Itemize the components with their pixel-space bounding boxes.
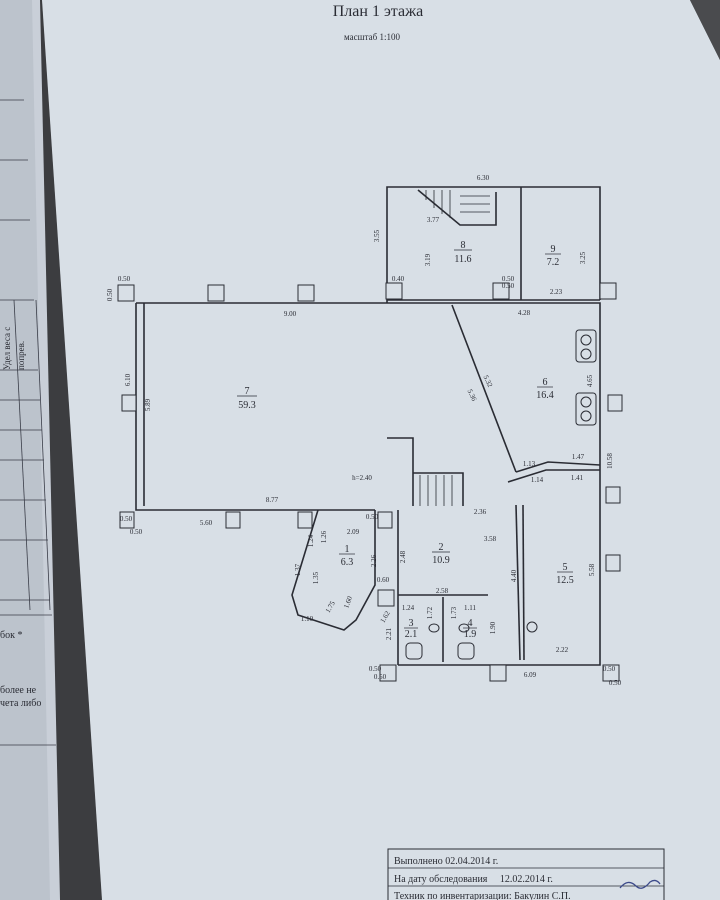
dimension-label: 0.60	[377, 576, 390, 584]
page-title: План 1 этажа	[333, 3, 424, 20]
room-labels: 1 6.3 2 10.9 3 2.1 4 1.9 5 12.5 6 16.4 7…	[238, 240, 574, 640]
dimension-label: 0.50	[609, 679, 622, 687]
room-number: 5	[563, 562, 568, 573]
toilet-icon	[457, 642, 475, 660]
dimension-label: 6.09	[524, 671, 537, 679]
dimension-label: 0.50	[369, 665, 382, 673]
room-area: 1.9	[464, 629, 477, 640]
columns	[117, 282, 623, 682]
room-number: 1	[345, 544, 350, 555]
dimension-label: 2.22	[556, 646, 569, 654]
completion-stamp: Выполнено 02.04.2014 г. На дату обследов…	[387, 848, 665, 900]
dimension-label: 10.58	[606, 453, 614, 469]
dimension-label: 5.58	[588, 563, 596, 576]
dimension-label: 2.21	[385, 627, 393, 640]
dimension-label: 0.50	[502, 282, 515, 290]
signature-icon	[619, 879, 661, 889]
dimension-label: 1.41	[571, 474, 584, 482]
dimension-label: 2.36	[474, 508, 487, 516]
dimension-label: 0.50	[374, 673, 387, 681]
room-area: 10.9	[432, 555, 450, 566]
room-area: 59.3	[238, 400, 256, 411]
room-number: 8	[461, 240, 466, 251]
room-area: 6.3	[341, 557, 354, 568]
dimension-label: 1.14	[531, 476, 544, 484]
dimension-label: 8.77	[266, 496, 279, 504]
dimension-label: 5.60	[200, 519, 213, 527]
room-area: 2.1	[405, 629, 418, 640]
dimension-label: 3.19	[424, 253, 432, 266]
dimension-label: 2.26	[370, 554, 378, 567]
dimension-label: 2.48	[399, 550, 407, 563]
stamp-line-survey-date: На дату обследования 12.02.2014 г.	[394, 874, 553, 885]
dimension-label: 0.50	[366, 513, 379, 521]
room-area: 16.4	[536, 390, 554, 401]
dimension-label: 2.09	[347, 528, 360, 536]
floor-plan-walls	[135, 186, 601, 666]
dimension-label: 1.60	[342, 595, 354, 610]
room-area: 11.6	[454, 254, 471, 265]
left-page-table	[0, 99, 56, 746]
dimension-label: 3.58	[484, 535, 497, 543]
dimension-label: 2.23	[550, 288, 563, 296]
stamp-line-technician: Техник по инвентаризации: Бакулин С.П.	[394, 891, 571, 900]
dimension-label: 1.73	[450, 606, 458, 619]
dimension-label: 1.10	[301, 615, 314, 623]
dimension-label: 0.50	[130, 528, 143, 536]
dimension-label: 1.11	[464, 604, 476, 612]
dimension-label: 0.40	[392, 275, 405, 283]
dimension-label: 3.55	[373, 229, 381, 242]
stair-steps	[419, 190, 490, 506]
plumbing-fixtures	[405, 329, 597, 660]
stamp-line-completed: Выполнено 02.04.2014 г.	[394, 856, 498, 867]
dimension-label: 6.30	[477, 174, 490, 182]
paper-sheet	[42, 0, 720, 900]
dimension-label: 1.26	[320, 530, 328, 543]
room-number: 2	[439, 542, 444, 553]
dimension-label: 4.28	[518, 309, 531, 317]
room-number: 7	[245, 386, 250, 397]
toilet-icon	[405, 642, 423, 660]
dimension-label: 1.72	[426, 606, 434, 619]
dimension-label: 1.24	[307, 534, 315, 547]
dimension-label: 3.25	[579, 251, 587, 264]
dimension-label: 1.90	[489, 621, 497, 634]
dimension-label: 2.58	[436, 587, 449, 595]
room-area: 12.5	[556, 575, 574, 586]
room-number: 6	[543, 377, 548, 388]
dimension-label: 0.50	[106, 288, 114, 301]
dimension-label: 1.13	[523, 460, 536, 468]
dimension-label: 9.00	[284, 310, 297, 318]
scale-label: масштаб 1:100	[344, 32, 400, 42]
dimension-label: 6.10	[124, 373, 132, 386]
dimension-label: 4.40	[510, 569, 518, 582]
room-number: 9	[551, 244, 556, 255]
left-page-text-2: попрев.	[16, 341, 26, 370]
dimension-label: 0.50	[118, 275, 131, 283]
left-page-text-3: бок *	[0, 630, 22, 641]
dimension-label: 0.50	[120, 515, 133, 523]
room-number: 3	[409, 618, 414, 629]
dimension-label: 1.47	[572, 453, 585, 461]
dimension-label: 5.89	[144, 398, 152, 411]
dimension-label: 1.35	[312, 571, 320, 584]
dimension-label: 1.24	[402, 604, 415, 612]
left-page-text-4: более не	[0, 685, 37, 696]
room-area: 7.2	[547, 257, 560, 268]
room-number: 4	[468, 618, 473, 629]
dimension-label: 0.50	[603, 665, 616, 673]
dimension-label: 0.50	[502, 275, 515, 283]
dimension-label: h=2.40	[352, 474, 372, 482]
dimension-label: 3.77	[427, 216, 440, 224]
left-page-text-1: Удел веса с	[2, 327, 12, 370]
left-page-text-5: чета либо	[0, 698, 41, 709]
dimension-label: 1.37	[294, 563, 302, 576]
dimension-label: 4.65	[586, 374, 594, 387]
